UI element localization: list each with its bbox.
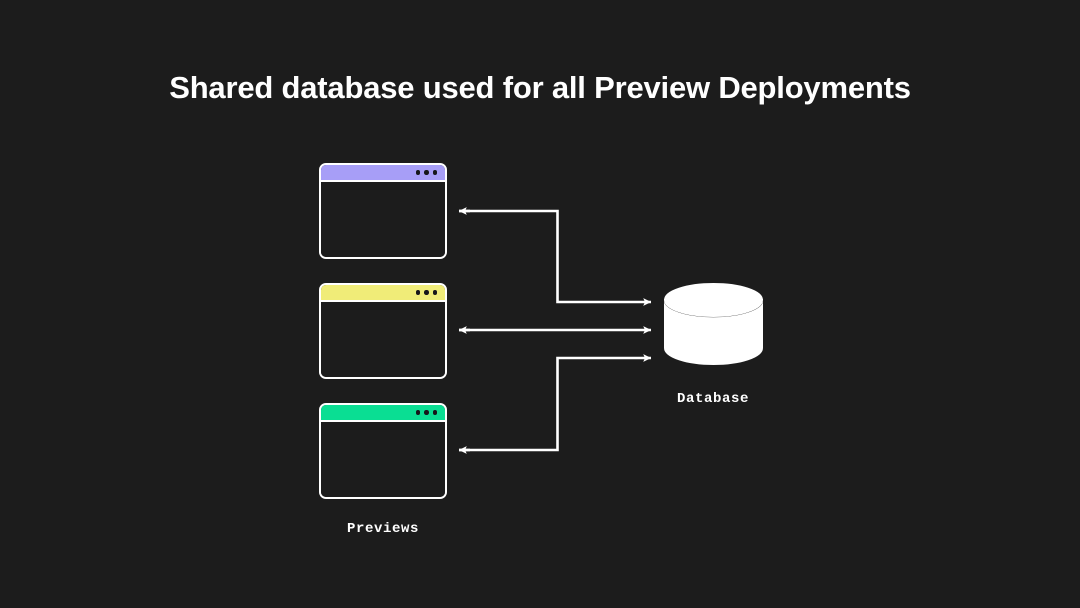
preview-window-green[interactable] [319,403,447,499]
preview-window-purple[interactable] [319,163,447,259]
window-controls [415,170,437,175]
window-titlebar [321,165,445,182]
page-title: Shared database used for all Preview Dep… [169,70,911,105]
window-dot-icon [432,170,437,175]
window-content [321,422,445,497]
database-cylinder-icon[interactable] [660,283,770,373]
connector-preview-1-database [458,207,652,306]
window-dot-icon [424,290,429,295]
window-dot-icon [424,410,429,415]
window-titlebar [321,285,445,302]
window-titlebar [321,405,445,422]
previews-label: Previews [346,521,419,537]
window-dot-icon [415,170,420,175]
window-content [321,182,445,257]
window-controls [415,410,437,415]
window-dot-icon [415,290,420,295]
window-dot-icon [432,290,437,295]
window-content [321,302,445,377]
window-dot-icon [424,170,429,175]
window-controls [415,290,437,295]
window-dot-icon [432,410,437,415]
window-dot-icon [415,410,420,415]
database-label: Database [676,391,749,407]
preview-window-yellow[interactable] [319,283,447,379]
